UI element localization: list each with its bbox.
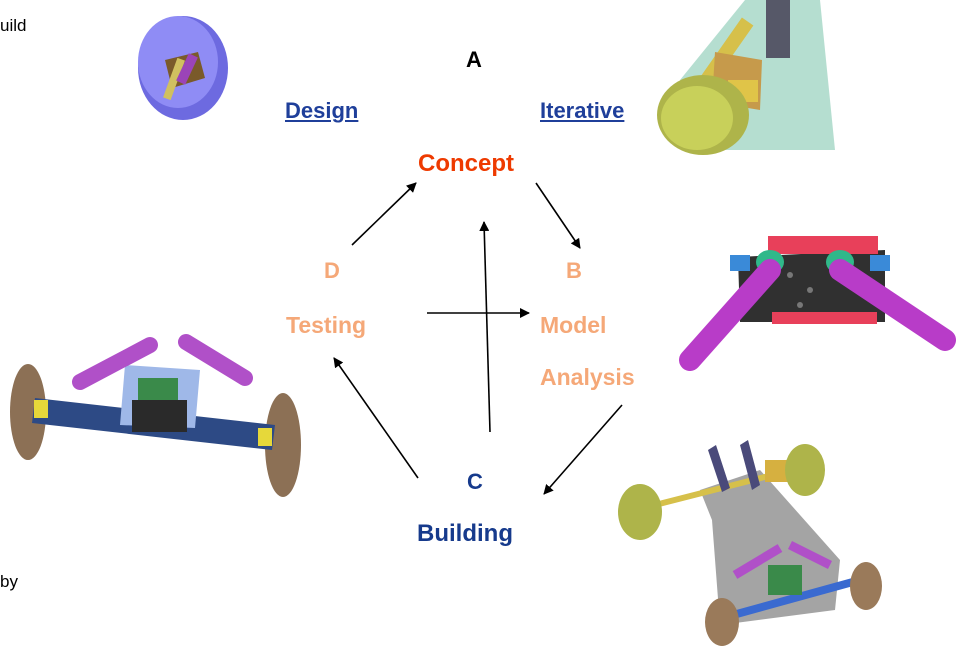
arrow-building-to-concept [479,221,491,433]
testing-label: Testing [286,312,367,338]
analysis-label: Analysis [540,364,635,390]
arrow-testing-to-concept [351,182,417,246]
edge-text-top: uild [0,16,27,35]
arrow-building-to-testing [333,357,419,479]
stage-d-letter: D [324,258,340,283]
iterative-link[interactable]: Iterative [540,98,625,123]
arrow-concept-to-model [535,182,581,249]
stage-a-letter: A [466,47,482,72]
building-label: Building [417,520,513,547]
vehicle-chassis-render [618,440,882,646]
stage-b-letter: B [566,258,582,283]
stage-c-letter: C [467,469,483,494]
chassis-front-render [679,236,956,371]
model-label: Model [540,312,607,338]
wheel-linkage-render [138,16,228,120]
design-link[interactable]: Design [285,98,359,123]
edge-text-bottom: by [0,572,18,591]
actuator-bracket-render [10,334,301,497]
concept-label: Concept [418,150,514,177]
leg-wheel-render [657,0,835,155]
arrow-analysis-to-building [543,404,623,495]
